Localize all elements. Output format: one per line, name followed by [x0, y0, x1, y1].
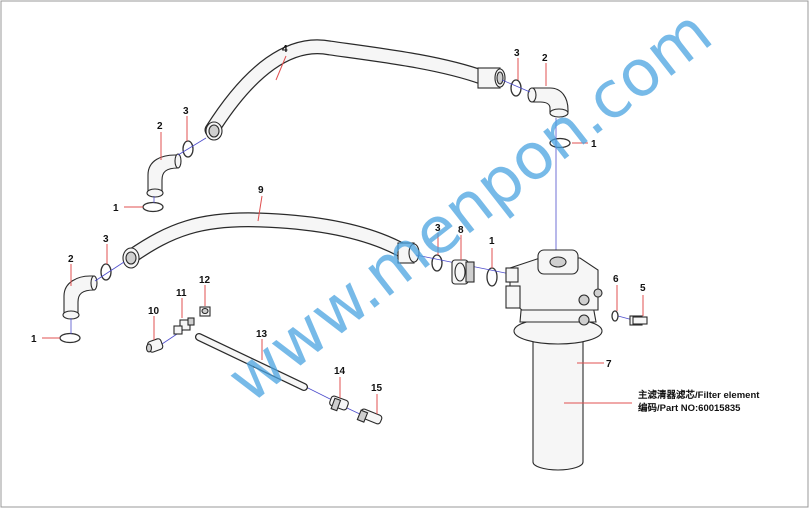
o-ring-1a — [142, 201, 164, 213]
o-ring-3d — [431, 254, 443, 272]
callout-8: 8 — [458, 225, 464, 236]
filter-side-port — [505, 267, 519, 283]
callout-9: 9 — [258, 185, 264, 196]
filter-bolt-head — [578, 294, 590, 306]
callout-6: 6 — [613, 274, 619, 285]
o-ring-1c — [549, 137, 571, 149]
callout-13: 13 — [256, 329, 268, 340]
fitting-10 — [145, 338, 164, 353]
hose-4-end-clamp-right — [477, 67, 506, 89]
callout-3d: 3 — [435, 223, 441, 234]
washer-6 — [611, 310, 619, 322]
callout-1b: 1 — [31, 334, 37, 345]
callout-2b: 2 — [68, 254, 74, 265]
o-ring-3a — [182, 140, 194, 158]
elbow-2-left-lower — [62, 275, 98, 320]
callout-15: 15 — [371, 383, 383, 394]
o-ring-3b — [100, 263, 112, 281]
callout-1a: 1 — [113, 203, 119, 214]
callout-1c: 1 — [591, 139, 597, 150]
nut-12 — [199, 306, 211, 317]
callout-2c: 2 — [542, 53, 548, 64]
hose-4 — [204, 39, 506, 141]
callout-10: 10 — [148, 306, 160, 317]
callout-11: 11 — [176, 288, 187, 299]
leader-lines — [42, 55, 644, 414]
callout-4: 4 — [282, 44, 288, 55]
hose-9-end-clamp-left — [122, 247, 140, 269]
callout-5: 5 — [640, 283, 646, 294]
callout-2a: 2 — [157, 121, 163, 132]
filter-housing-7 — [505, 249, 603, 471]
filter-canister — [532, 327, 584, 471]
callout-3b: 3 — [103, 234, 109, 245]
watermark-text: www.menpon.com — [214, 0, 725, 418]
hose-9 — [122, 212, 420, 269]
callout-1d: 1 — [489, 236, 495, 247]
fitting-15 — [356, 408, 383, 425]
o-ring-1b — [59, 332, 81, 344]
bolt-5 — [629, 315, 648, 326]
elbow-2-left-upper — [146, 153, 182, 198]
adapter-8 — [451, 259, 475, 285]
filter-element-note-line2: 编码/Part NO:60015835 — [638, 402, 741, 414]
callout-12: 12 — [199, 275, 211, 286]
callout-14: 14 — [334, 366, 346, 377]
hose-9-end-clamp-right — [397, 242, 420, 264]
elbow-2-right — [527, 87, 569, 118]
filter-element-note: 主滤清器滤芯/Filter element 编码/Part NO:6001583… — [638, 389, 760, 414]
hose-4-end-clamp-left — [205, 121, 223, 141]
callout-3c: 3 — [514, 48, 520, 59]
callout-3a: 3 — [183, 106, 189, 117]
callout-labels: 1 1 1 1 2 2 2 3 3 3 3 4 5 6 7 8 9 10 11 … — [31, 44, 646, 394]
callout-7: 7 — [606, 359, 612, 370]
o-ring-3c — [510, 79, 522, 97]
tube-13 — [195, 333, 308, 391]
tee-fitting-11 — [173, 317, 195, 335]
fitting-14 — [329, 395, 349, 412]
filter-element-note-line1: 主滤清器滤芯/Filter element — [638, 389, 760, 401]
